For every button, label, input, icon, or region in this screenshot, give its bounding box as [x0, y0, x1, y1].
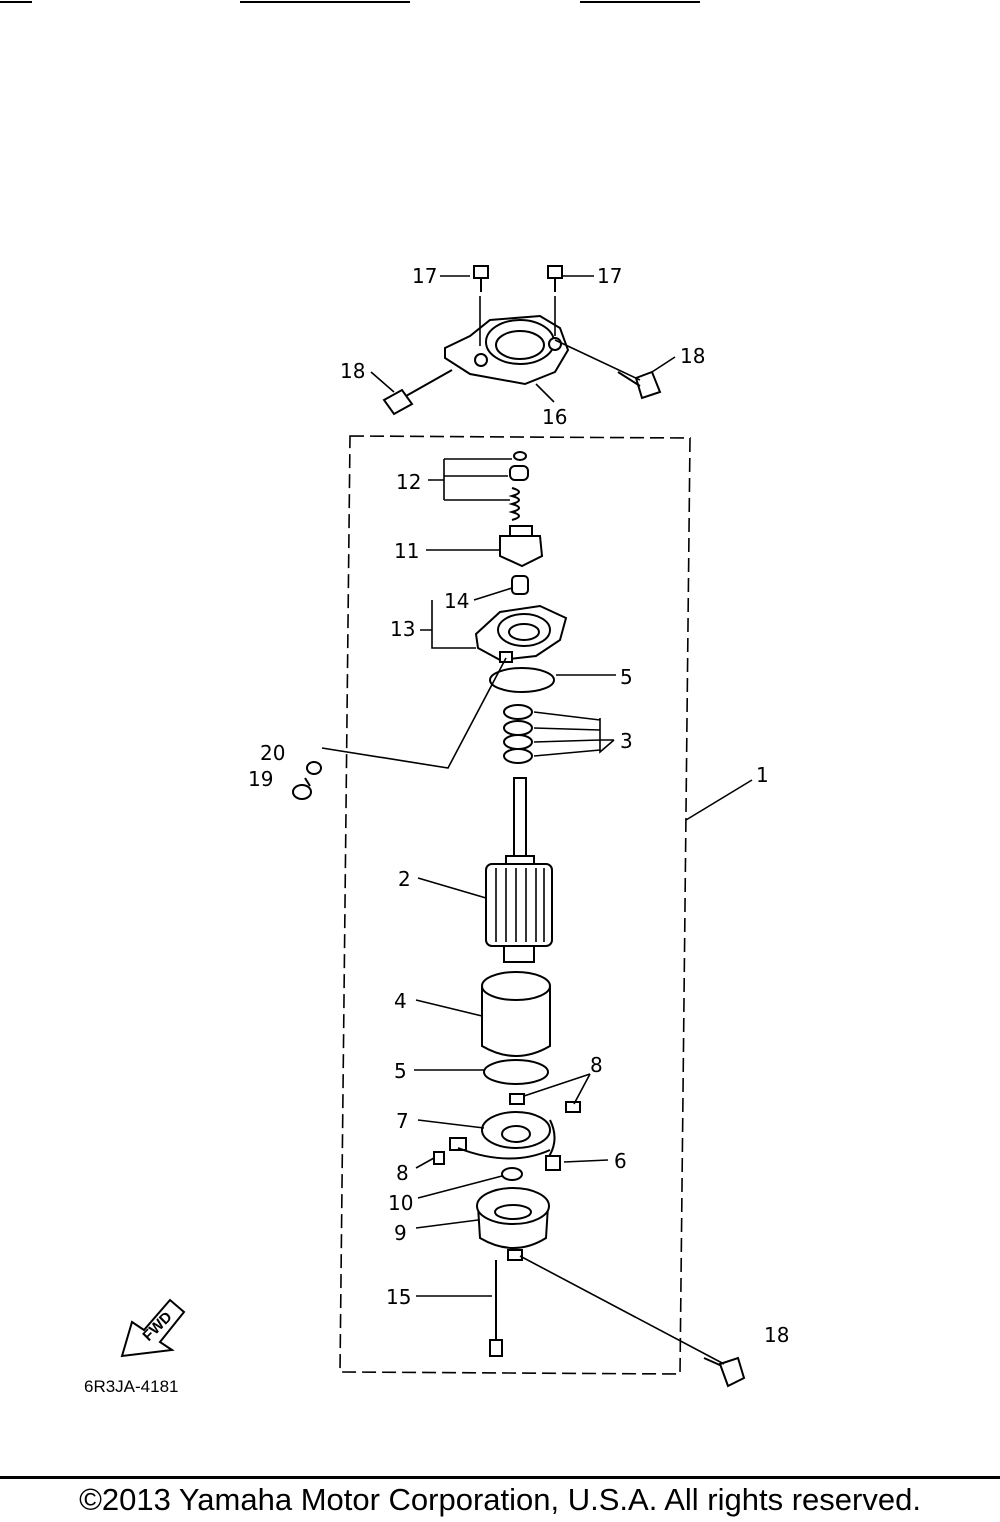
washer-10 — [501, 1167, 523, 1181]
callout-8-upper: 8 — [590, 1053, 603, 1077]
bush-14 — [511, 575, 529, 595]
callout-17-right: 17 — [597, 264, 622, 288]
brush-8-b — [565, 1101, 581, 1113]
clip-collar-spring-12 — [508, 451, 529, 521]
callout-18-bottom: 18 — [764, 1323, 789, 1347]
callout-7: 7 — [396, 1109, 409, 1133]
washers-3 — [503, 704, 533, 764]
fwd-arrow-icon: FWD — [120, 1298, 186, 1358]
diagram-code: 6R3JA-4181 — [84, 1377, 179, 1396]
callout-13: 13 — [390, 617, 415, 641]
callout-16: 16 — [542, 405, 567, 429]
front-bracket-13 — [474, 604, 568, 663]
armature-2 — [485, 777, 553, 963]
copyright-footer: ©2013 Yamaha Motor Corporation, U.S.A. A… — [0, 1476, 1000, 1522]
washer-20 — [306, 761, 322, 775]
callout-12: 12 — [396, 470, 421, 494]
callout-4: 4 — [394, 989, 407, 1013]
screw-19 — [292, 777, 312, 800]
callout-17-left: 17 — [412, 264, 437, 288]
yoke-4 — [481, 971, 551, 1057]
callout-11: 11 — [394, 539, 419, 563]
callout-14: 14 — [444, 589, 469, 613]
rear-cover-9 — [476, 1187, 550, 1261]
callout-9: 9 — [394, 1221, 407, 1245]
callout-15: 15 — [386, 1285, 411, 1309]
callout-8-lower: 8 — [396, 1161, 409, 1185]
bolt-17-right — [547, 265, 563, 292]
o-ring-5-upper — [489, 667, 555, 693]
callout-5-lower: 5 — [394, 1059, 407, 1083]
through-bolt-15 — [489, 1260, 503, 1357]
callout-18-left: 18 — [340, 359, 365, 383]
bolt-18-bottom — [703, 1356, 746, 1388]
callout-2: 2 — [398, 867, 411, 891]
bracket-16 — [444, 314, 570, 386]
callout-labels: 17 17 18 18 16 12 11 14 13 5 3 20 19 1 2… — [248, 264, 789, 1347]
callout-6: 6 — [614, 1149, 627, 1173]
leader-lines — [321, 275, 753, 1365]
callout-3: 3 — [620, 729, 633, 753]
callout-10: 10 — [388, 1191, 413, 1215]
callout-19: 19 — [248, 767, 273, 791]
callout-18-right: 18 — [680, 344, 705, 368]
brush-8-a — [509, 1093, 525, 1105]
brush-8-c — [433, 1151, 445, 1165]
bolt-18-left — [382, 369, 453, 416]
terminal-6 — [545, 1119, 561, 1171]
o-ring-5-lower — [483, 1059, 549, 1085]
bolt-17-left — [473, 265, 489, 292]
callout-5-upper: 5 — [620, 665, 633, 689]
exploded-parts-diagram: FWD 17 17 18 18 16 — [0, 1, 789, 1396]
callout-20: 20 — [260, 741, 285, 765]
assembly-boundary — [339, 435, 691, 1375]
bolt-18-right — [617, 370, 662, 400]
pinion-11 — [499, 525, 544, 568]
brush-holder-7 — [449, 1111, 551, 1160]
callout-1: 1 — [756, 763, 769, 787]
